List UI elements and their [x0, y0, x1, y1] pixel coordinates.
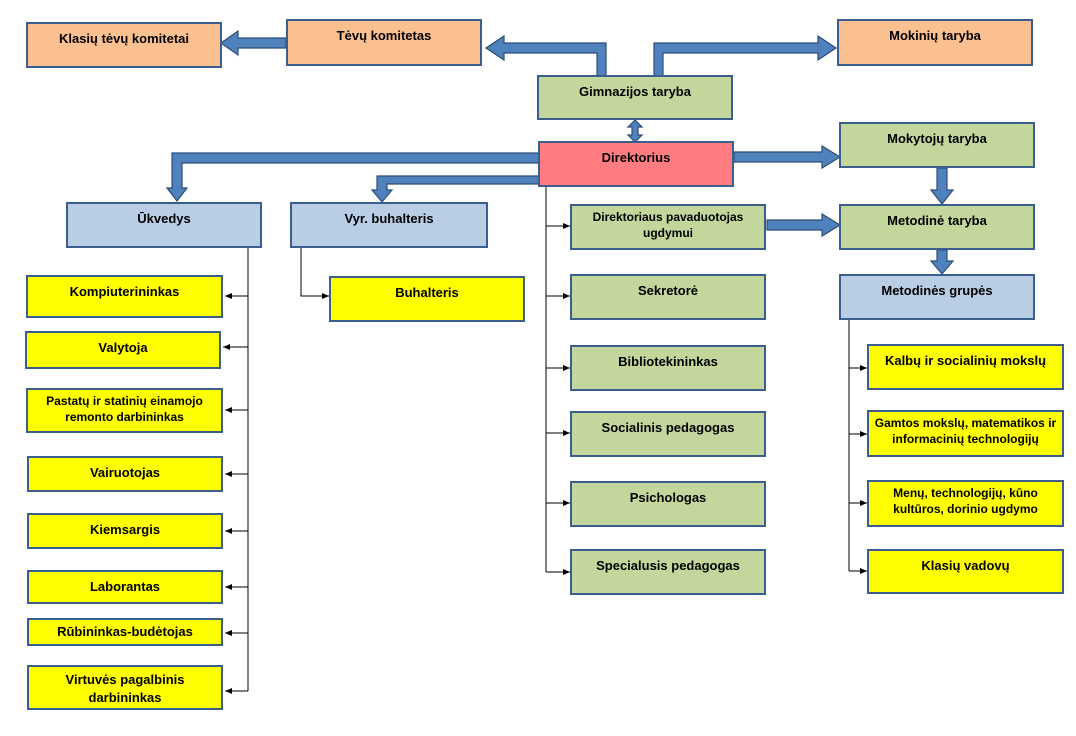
accountant-box: Buhalteris [329, 276, 525, 322]
steward-box: Ūkvedys [66, 202, 262, 248]
chief-accountant-box: Vyr. buhalteris [290, 202, 488, 248]
parents-committee-box: Tėvų komitetas [286, 19, 482, 66]
staff-repair-worker: Pastatų ir statinių einamojo remonto dar… [26, 388, 223, 433]
staff-deputy-director: Direktoriaus pavaduotojas ugdymui [570, 204, 766, 250]
staff-psychologist: Psichologas [570, 481, 766, 527]
teachers-council-box: Mokytojų taryba [839, 122, 1035, 168]
staff-secretary: Sekretorė [570, 274, 766, 320]
class-parents-committee-box: Klasių tėvų komitetai [26, 22, 222, 68]
arrow-deputy-to-method [766, 212, 842, 238]
students-council-box: Mokinių taryba [837, 19, 1033, 66]
group-languages-social: Kalbų ir socialinių mokslų [867, 344, 1064, 390]
group-arts-tech-pe: Menų, technologijų, kūno kultūros, dorin… [867, 480, 1064, 527]
staff-lab-assistant: Laborantas [27, 570, 223, 604]
arrow-method-to-groups [929, 249, 955, 275]
staff-driver: Vairuotojas [27, 456, 223, 492]
group-science-math-it: Gamtos mokslų, matematikos ir informacin… [867, 410, 1064, 457]
arrow-council-to-students [653, 34, 838, 77]
director-box: Direktorius [538, 141, 734, 187]
arrow-teachers-to-method [929, 167, 955, 205]
thin-connectors [223, 187, 867, 694]
methodical-council-box: Metodinė taryba [839, 204, 1035, 250]
staff-social-pedagogue: Socialinis pedagogas [570, 411, 766, 457]
arrow-director-to-accounting [370, 175, 540, 203]
group-class-teachers: Klasių vadovų [867, 549, 1064, 594]
staff-yard-keeper: Kiemsargis [27, 513, 223, 549]
accounting-link [300, 248, 329, 299]
staff-special-pedagogue: Specialusis pedagogas [570, 549, 766, 595]
staff-computer-technician: Kompiuterininkas [26, 275, 223, 318]
gymnasium-council-box: Gimnazijos taryba [537, 75, 733, 120]
staff-kitchen-worker: Virtuvės pagalbinis darbininkas [27, 665, 223, 710]
block-arrows [165, 29, 955, 275]
arrow-director-to-teachers [733, 144, 842, 170]
staff-cloakroom-attendant: Rūbininkas-budėtojas [27, 618, 223, 646]
arrow-council-director [626, 119, 644, 143]
methodical-groups-box: Metodinės grupės [839, 274, 1035, 320]
arrow-council-to-parents [484, 34, 607, 77]
arrow-director-to-steward [165, 152, 540, 202]
arrow-parents-to-class-parents [219, 29, 287, 57]
staff-cleaner: Valytoja [25, 331, 221, 369]
staff-librarian: Bibliotekininkas [570, 345, 766, 391]
